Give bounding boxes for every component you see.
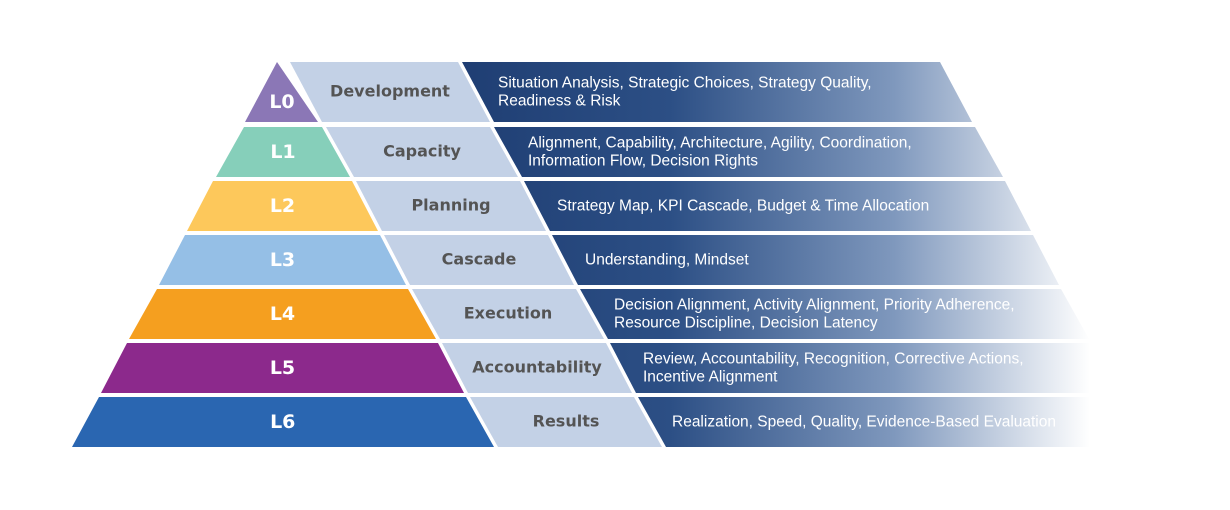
category-band: [470, 397, 662, 447]
level-color-segment: [129, 289, 436, 339]
pyramid-level-l3: L3 Cascade Understanding, Mindset: [159, 235, 1059, 285]
pyramid-level-l4: L4 Execution Decision Alignment, Activity …: [129, 289, 1089, 339]
category-band: [356, 181, 546, 231]
description-line: Resource Discipline, Decision Latency: [614, 315, 878, 332]
category-band: [442, 343, 632, 393]
pyramid-level-l5: L5 Accountability Review, Accountability, …: [101, 343, 1117, 393]
category-label: Accountability: [472, 358, 602, 377]
level-code-label: L6: [270, 411, 295, 433]
category-label: Results: [533, 412, 600, 431]
category-band: [412, 289, 604, 339]
category-band: [326, 127, 518, 177]
level-code-label: L4: [270, 303, 295, 325]
pyramid-level-l6: L6 Results Realization, Speed, Quality, Ev…: [72, 397, 1159, 447]
level-color-segment: [72, 397, 494, 447]
description-line: Realization, Speed, Quality, Evidence-Ba…: [672, 414, 1056, 431]
level-color-segment: [187, 181, 378, 231]
category-label: Execution: [464, 304, 553, 323]
category-label: Development: [330, 82, 450, 101]
description-line: Information Flow, Decision Rights: [528, 153, 758, 170]
level-color-segment: [216, 127, 350, 177]
description-band: [494, 127, 1003, 177]
level-code-label: L3: [270, 249, 295, 271]
level-color-segment: [159, 235, 406, 285]
description-band: [580, 289, 1089, 339]
description-line: Review, Accountability, Recognition, Cor…: [643, 351, 1024, 368]
description-line: Readiness & Risk: [498, 93, 621, 110]
category-label: Planning: [411, 196, 490, 215]
description-line: Situation Analysis, Strategic Choices, S…: [498, 75, 872, 92]
category-label: Capacity: [383, 142, 461, 161]
category-band: [384, 235, 574, 285]
level-code-label: L0: [269, 91, 294, 113]
level-code-label: L5: [270, 357, 295, 379]
pyramid-levels: L0 Development Situation Analysis, Strateg…: [72, 62, 1159, 447]
description-band: [610, 343, 1117, 393]
description-band: [638, 397, 1159, 447]
description-line: Alignment, Capability, Architecture, Agi…: [528, 135, 912, 152]
level-color-segment: [101, 343, 464, 393]
pyramid-level-l2: L2 Planning Strategy Map, KPI Cascade, Bud…: [187, 181, 1031, 231]
description-line: Strategy Map, KPI Cascade, Budget & Time…: [557, 198, 929, 215]
description-line: Understanding, Mindset: [585, 252, 749, 269]
description-line: Decision Alignment, Activity Alignment, …: [614, 297, 1015, 314]
description-line: Incentive Alignment: [643, 369, 778, 386]
description-band: [462, 62, 972, 122]
category-label: Cascade: [442, 250, 517, 269]
level-code-label: L2: [270, 195, 295, 217]
pyramid-level-l0: L0 Development Situation Analysis, Strateg…: [245, 62, 972, 122]
level-color-segment: [245, 62, 318, 122]
pyramid-level-l1: L1 Capacity Alignment, Capability, Archite…: [216, 127, 1003, 177]
level-code-label: L1: [270, 141, 295, 163]
description-band: [524, 181, 1031, 231]
category-band: [290, 62, 490, 122]
description-band: [552, 235, 1059, 285]
